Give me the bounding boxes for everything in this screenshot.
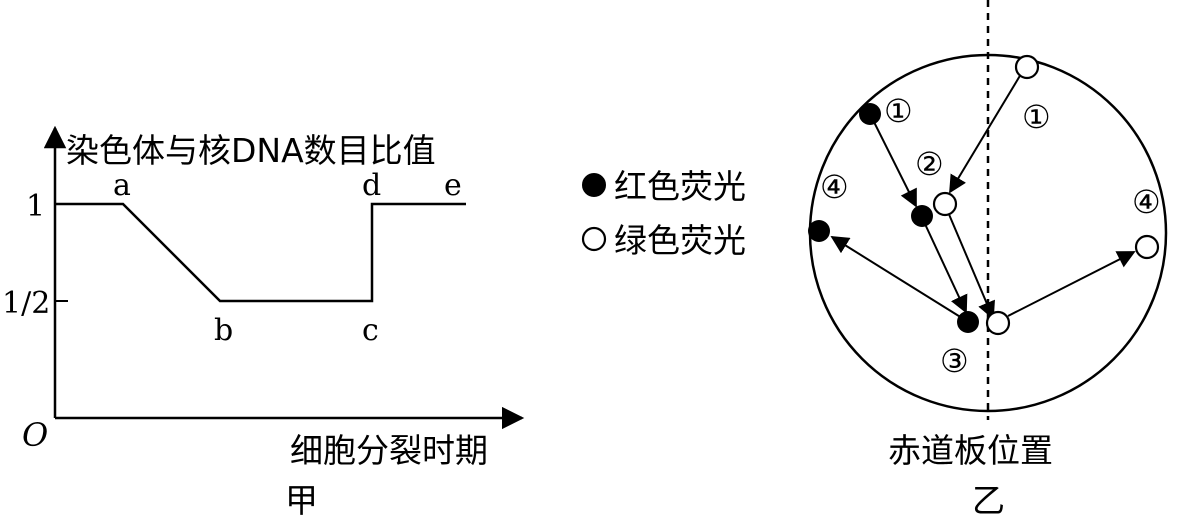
- red-chromosome-3: [957, 311, 979, 333]
- red-chromosome-1: [859, 103, 881, 125]
- label-red-4: ④: [820, 168, 849, 206]
- legend-green-label: 绿色荧光: [614, 221, 746, 260]
- green-chromosome-1: [1014, 54, 1040, 80]
- ratio-line: [55, 202, 466, 303]
- label-green-1: ①: [1022, 98, 1051, 136]
- red-fluorescence-marker: [582, 173, 606, 197]
- figure-a: 染色体与核DNA数目比值 1 1/2 O 细胞分裂时期 甲 a b c d e: [2, 125, 525, 520]
- y-tick-label-half: 1/2: [2, 286, 50, 321]
- legend: 红色荧光 绿色荧光: [581, 167, 746, 260]
- point-label-b: b: [214, 313, 233, 348]
- point-label-a: a: [113, 168, 131, 203]
- arrow-red-1-to-2: [870, 115, 917, 208]
- green-fluorescence-marker: [581, 226, 607, 252]
- figure-a-caption: 甲: [285, 481, 318, 520]
- legend-red-label: 红色荧光: [614, 167, 746, 206]
- label-step-3: ③: [940, 342, 969, 380]
- y-tick-label-1: 1: [26, 189, 45, 224]
- arrow-red-2-to-3: [924, 223, 968, 314]
- green-chromosome-3: [985, 310, 1011, 336]
- origin-label: O: [22, 416, 48, 454]
- red-chromosome-2: [911, 205, 933, 227]
- figure-b-caption: 乙: [972, 481, 1005, 520]
- y-axis-label: 染色体与核DNA数目比值: [66, 131, 436, 170]
- arrow-green-1-to-2: [949, 73, 1022, 194]
- arrow-green-3-to-4: [1007, 251, 1136, 317]
- red-chromosome-4: [808, 220, 830, 242]
- label-step-2: ②: [915, 145, 944, 183]
- label-red-1: ①: [884, 92, 913, 130]
- x-axis-label: 细胞分裂时期: [290, 431, 488, 470]
- point-label-c: c: [362, 313, 379, 348]
- arrow-red-3-to-4: [830, 236, 963, 319]
- figure-b: ① ① ② ③ ④ ④ 赤道板位置 乙: [808, 0, 1168, 520]
- green-chromosome-2: [932, 191, 958, 217]
- point-label-e: e: [444, 168, 462, 203]
- arrow-green-2-to-3: [947, 211, 995, 320]
- label-green-4: ④: [1132, 183, 1161, 221]
- green-chromosome-4: [1134, 234, 1160, 260]
- point-label-d: d: [362, 168, 381, 203]
- equatorial-plate-label: 赤道板位置: [888, 431, 1053, 470]
